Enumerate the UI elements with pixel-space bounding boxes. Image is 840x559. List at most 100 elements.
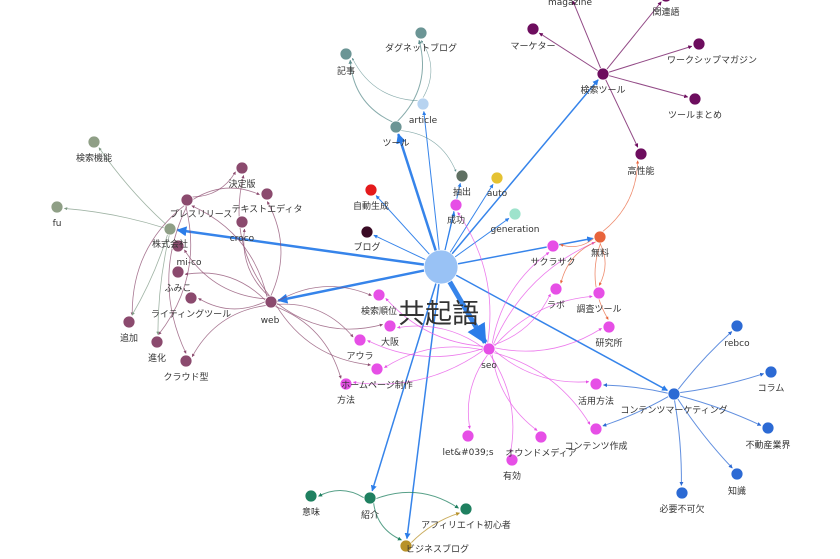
node-chousa-tool[interactable]: [592, 286, 606, 300]
node-osaka[interactable]: [383, 319, 397, 333]
edge-sep-to-kenkyujo: [494, 328, 602, 352]
node-label-osaka: 大阪: [381, 336, 399, 348]
edge-sep-to-seikou: [457, 212, 491, 344]
node-article[interactable]: [416, 97, 430, 111]
node-lab[interactable]: [549, 282, 563, 296]
node-center[interactable]: [423, 249, 459, 285]
node-kouseinou[interactable]: [634, 147, 648, 161]
node-label-jidou: 自動生成: [353, 200, 389, 212]
node-label-article: article: [409, 116, 438, 126]
node-rebco[interactable]: [730, 319, 744, 333]
node-sep[interactable]: [482, 342, 496, 356]
node-label-press: プレスリリース: [170, 209, 233, 220]
node-fumiko[interactable]: [171, 265, 185, 279]
node-dagnet[interactable]: [414, 26, 428, 40]
node-lets[interactable]: [461, 429, 475, 443]
node-shoukai[interactable]: [363, 491, 377, 505]
node-label-mico: mi-co: [177, 258, 202, 268]
node-generation[interactable]: [508, 207, 522, 221]
node-affiliate[interactable]: [459, 502, 473, 516]
edge-center-to-jidou: [375, 195, 430, 255]
node-contents-sakusei[interactable]: [589, 422, 603, 436]
node-label-fumiko: ふみこ: [164, 283, 191, 294]
node-shinka[interactable]: [150, 335, 164, 349]
node-kensaku-tool[interactable]: [596, 67, 610, 81]
node-katsuyou[interactable]: [589, 377, 603, 391]
edge-muryou-to-chousa-tool: [598, 242, 606, 286]
node-label-homepage: ホームページ制作: [341, 379, 413, 391]
edge-sep-to-kensaku-juni: [385, 298, 484, 347]
node-tool-teal[interactable]: [389, 120, 403, 134]
node-kiji[interactable]: [339, 47, 353, 61]
node-press[interactable]: [180, 193, 194, 207]
edge-web-to-fumiko: [184, 272, 266, 301]
node-aura[interactable]: [353, 333, 367, 347]
node-muryou[interactable]: [593, 230, 607, 244]
edge-shoukai-to-business-blog: [373, 502, 402, 541]
edge-sep-to-lets: [467, 354, 488, 430]
node-jidou[interactable]: [364, 183, 378, 197]
node-web[interactable]: [264, 295, 278, 309]
node-kenkyujo[interactable]: [602, 320, 616, 334]
node-label-lab: ラボ: [547, 300, 565, 311]
edge-center-to-auto: [449, 184, 494, 253]
node-croco[interactable]: [235, 215, 249, 229]
edge-web-to-press: [191, 205, 268, 298]
edge-web-to-kensaku-juni: [276, 286, 372, 302]
node-mico[interactable]: [171, 239, 185, 253]
node-yuukou[interactable]: [505, 453, 519, 467]
node-marketer[interactable]: [526, 22, 540, 36]
edge-muryou-to-lab: [559, 241, 597, 284]
node-chushutsu[interactable]: [455, 169, 469, 183]
node-label-houhou: 方法: [337, 394, 355, 406]
node-fu[interactable]: [50, 200, 64, 214]
node-label-kensaku-kinou: 検索機能: [76, 152, 112, 164]
node-kanrengo[interactable]: [660, 0, 672, 3]
node-cloud[interactable]: [179, 354, 193, 368]
node-label-yuukou: 有効: [503, 470, 521, 482]
node-writing-tool[interactable]: [184, 291, 198, 305]
edge-kabushiki-to-shinka: [156, 234, 170, 335]
node-cm[interactable]: [667, 387, 681, 401]
node-label-shinka: 進化: [148, 352, 166, 364]
node-hitsuyou[interactable]: [675, 486, 689, 500]
node-tool-matome[interactable]: [688, 92, 702, 106]
node-kensaku-kinou[interactable]: [87, 135, 101, 149]
edge-cm-to-column: [679, 372, 765, 394]
node-chishiki[interactable]: [730, 467, 744, 481]
node-label-cm: コンテンツマーケティング: [620, 404, 727, 416]
edge-kabushiki-to-fu: [64, 207, 165, 229]
node-seikou[interactable]: [449, 198, 463, 212]
node-workshop[interactable]: [692, 37, 706, 51]
node-imi[interactable]: [304, 489, 318, 503]
node-homepage[interactable]: [370, 362, 384, 376]
edge-center-to-generation: [454, 217, 510, 258]
node-owned[interactable]: [534, 430, 548, 444]
edge-sep-to-chousa-tool: [494, 295, 593, 347]
node-label-cloud: クラウド型: [163, 372, 208, 383]
node-houhou[interactable]: [339, 377, 353, 391]
node-auto[interactable]: [490, 171, 504, 185]
edge-web-to-homepage: [275, 304, 371, 367]
edge-layer: [64, 0, 765, 544]
node-column[interactable]: [764, 365, 778, 379]
node-text-editor[interactable]: [260, 187, 274, 201]
node-tsuika[interactable]: [122, 315, 136, 329]
edge-kensaku-tool-to-kouseinou: [605, 79, 639, 148]
edge-center-to-kabushiki: [176, 226, 425, 266]
edge-tool-teal-to-kiji: [348, 59, 393, 123]
node-label-contents-sakusei: コンテンツ作成: [564, 440, 627, 452]
node-label-aura: アウラ: [346, 351, 373, 362]
edge-cm-to-chishiki: [677, 398, 733, 469]
node-business-blog[interactable]: [399, 539, 413, 553]
node-label-dagnet: ダグネットブログ: [385, 42, 457, 54]
node-sakura[interactable]: [546, 239, 560, 253]
node-label-kanrengo: 関連語: [652, 6, 679, 18]
node-kensaku-juni[interactable]: [372, 288, 386, 302]
node-ketteiban[interactable]: [235, 161, 249, 175]
edge-muryou-to-kenkyujo: [594, 242, 609, 320]
node-blog-dark[interactable]: [360, 225, 374, 239]
node-fudousan[interactable]: [761, 421, 775, 435]
node-kabushiki[interactable]: [163, 222, 177, 236]
